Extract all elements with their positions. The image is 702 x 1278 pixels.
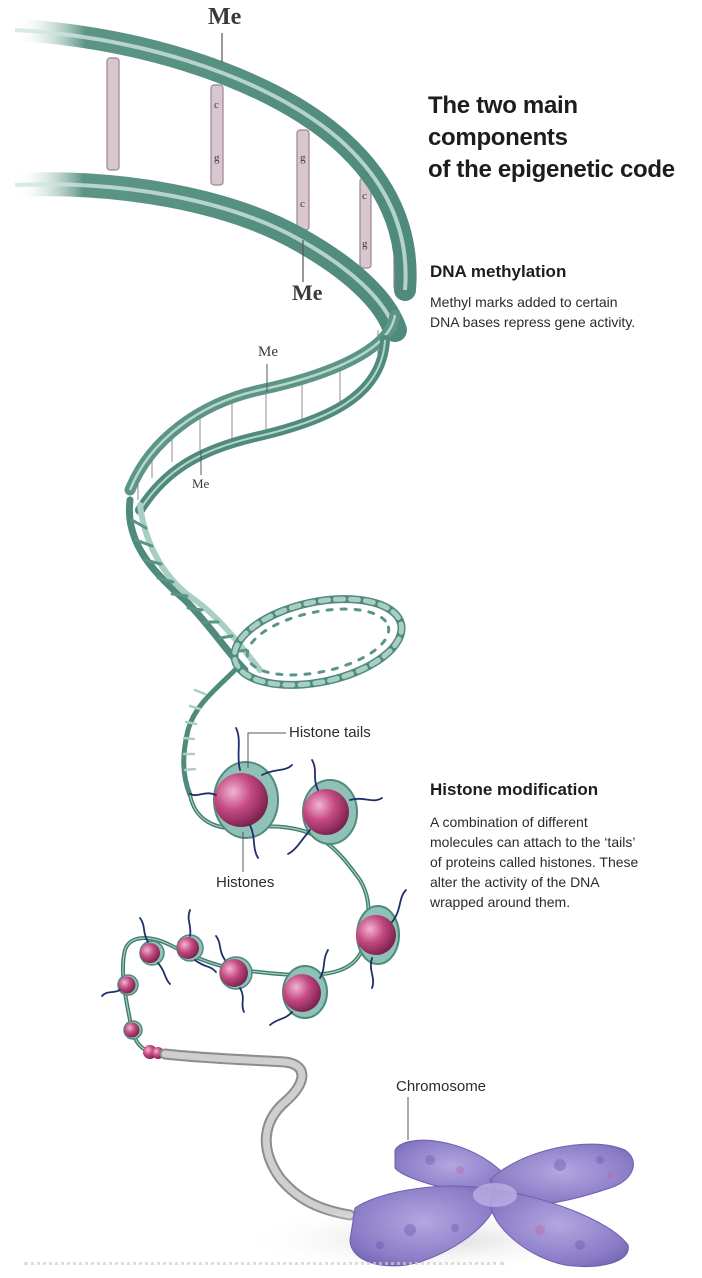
- title-line-1: The two main components: [428, 90, 698, 154]
- dna-coiled-helix: [129, 500, 409, 795]
- histones-label: Histones: [216, 874, 274, 891]
- methyl-label: Me: [258, 344, 278, 361]
- histone-small: [220, 957, 252, 989]
- histone-small: [118, 975, 138, 995]
- histone-large-1: [214, 762, 278, 838]
- methyl-label: Me: [292, 280, 323, 306]
- title-line-2: of the epigenetic code: [428, 154, 698, 186]
- histone-modification-heading: Histone modification: [430, 780, 598, 800]
- histone-tails-label: Histone tails: [289, 724, 371, 741]
- base-label-c: c: [362, 190, 367, 202]
- chromosome-label: Chromosome: [396, 1078, 486, 1095]
- dna-double-helix: [15, 30, 406, 510]
- histone-modification-description: A combination of different molecules can…: [430, 812, 638, 912]
- base-label-c: c: [214, 99, 219, 111]
- histone-medium-2: [283, 966, 327, 1018]
- footer-caption-blur: [24, 1262, 504, 1271]
- base-label-g: g: [214, 152, 220, 164]
- dna-methylation-description: Methyl marks added to certain DNA bases …: [430, 292, 635, 332]
- base-pair-rung: [107, 58, 119, 170]
- base-pair-rung: [297, 130, 309, 230]
- histone-medium: [356, 906, 399, 964]
- page-title: The two main components of the epigeneti…: [428, 90, 698, 186]
- histone-small: [124, 1021, 142, 1039]
- methyl-label: Me: [192, 476, 209, 492]
- histone-small: [177, 935, 203, 961]
- dna-methylation-heading: DNA methylation: [430, 262, 566, 282]
- methyl-label: Me: [208, 4, 241, 31]
- histone-large-2: [303, 780, 357, 844]
- histone-nucleosomes: [118, 762, 399, 1059]
- dna-strand-lower: [15, 184, 395, 330]
- base-label-c: c: [300, 198, 305, 210]
- histone-small: [140, 941, 164, 965]
- condensed-chromatin-fiber: [165, 1054, 350, 1215]
- base-label-g: g: [362, 238, 368, 250]
- base-label-g: g: [300, 152, 306, 164]
